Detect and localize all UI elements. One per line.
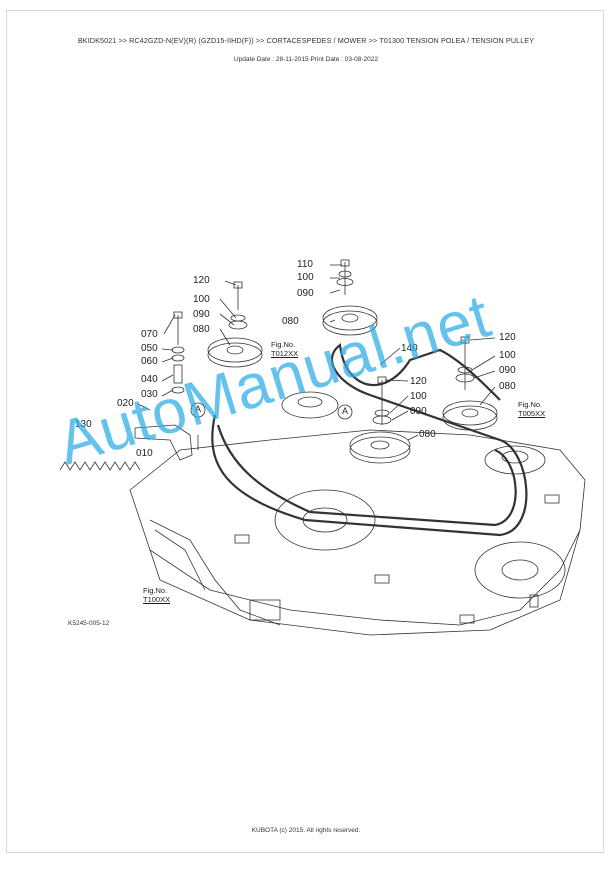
part-label: 120 bbox=[499, 332, 516, 343]
part-label: 120 bbox=[410, 376, 427, 387]
drawing-code: K5245-005-12 bbox=[68, 620, 110, 627]
tension-spring bbox=[59, 461, 141, 471]
page-frame bbox=[6, 10, 604, 853]
part-label: 080 bbox=[193, 324, 210, 335]
part-label: 120 bbox=[193, 275, 210, 286]
detail-marker: A bbox=[195, 404, 202, 414]
fig-ref-title: Fig.No. bbox=[271, 340, 296, 349]
part-label: 080 bbox=[419, 429, 436, 440]
part-label: 130 bbox=[75, 419, 92, 430]
page-dates: Update Date : 28-11-2015 Print Date : 03… bbox=[233, 56, 379, 63]
page-footer: KUBOTA (c) 2015. All rights reserved. bbox=[251, 827, 361, 834]
part-label: 010 bbox=[136, 448, 153, 459]
part-label: 090 bbox=[193, 309, 210, 320]
part-label: 060 bbox=[141, 356, 158, 367]
part-label: 090 bbox=[499, 365, 516, 376]
spindle-pulley-right bbox=[484, 445, 546, 475]
page-breadcrumb: BKIDK5021 >> RC42GZD-N(EV)(R) (GZD15-IIH… bbox=[77, 36, 535, 45]
fig-ref-link[interactable]: T012XX bbox=[271, 349, 299, 358]
detail-marker: A bbox=[342, 406, 349, 416]
part-label: 100 bbox=[193, 294, 210, 305]
deck-skirt bbox=[149, 529, 581, 636]
pulley-left bbox=[207, 342, 263, 368]
part-label: 090 bbox=[297, 288, 314, 299]
tension-arm bbox=[134, 424, 193, 461]
part-label: 040 bbox=[141, 374, 158, 385]
spindle-pulley-left bbox=[281, 391, 339, 419]
fig-ref-title: Fig.No. bbox=[143, 586, 168, 595]
pulley-tension bbox=[349, 436, 411, 464]
part-label: 070 bbox=[141, 329, 158, 340]
fig-ref-title: Fig.No. bbox=[518, 400, 543, 409]
part-label: 080 bbox=[282, 316, 299, 327]
part-label: 050 bbox=[141, 343, 158, 354]
pulley-right bbox=[442, 405, 498, 431]
fig-ref-t012xx[interactable]: Fig.No. T012XX bbox=[271, 340, 298, 358]
left-spindle-housing bbox=[274, 489, 376, 551]
part-label: 100 bbox=[410, 391, 427, 402]
part-label: 030 bbox=[141, 389, 158, 400]
fig-ref-link[interactable]: T100XX bbox=[143, 595, 171, 604]
parts-diagram bbox=[59, 259, 586, 636]
part-label: 100 bbox=[499, 350, 516, 361]
part-label: 110 bbox=[297, 259, 313, 270]
part-label: 020 bbox=[117, 398, 134, 409]
part-label: 080 bbox=[499, 381, 516, 392]
pulley-center-top bbox=[322, 310, 378, 336]
right-spindle-housing bbox=[474, 541, 566, 599]
fig-ref-t100xx[interactable]: Fig.No. T100XX bbox=[143, 586, 170, 604]
fig-ref-link[interactable]: T005XX bbox=[518, 409, 546, 418]
part-label: 100 bbox=[297, 272, 314, 283]
fig-ref-t005xx[interactable]: Fig.No. T005XX bbox=[518, 400, 545, 418]
drive-belt bbox=[211, 342, 528, 537]
part-label: 140 bbox=[401, 343, 418, 354]
part-label: 090 bbox=[410, 406, 427, 417]
